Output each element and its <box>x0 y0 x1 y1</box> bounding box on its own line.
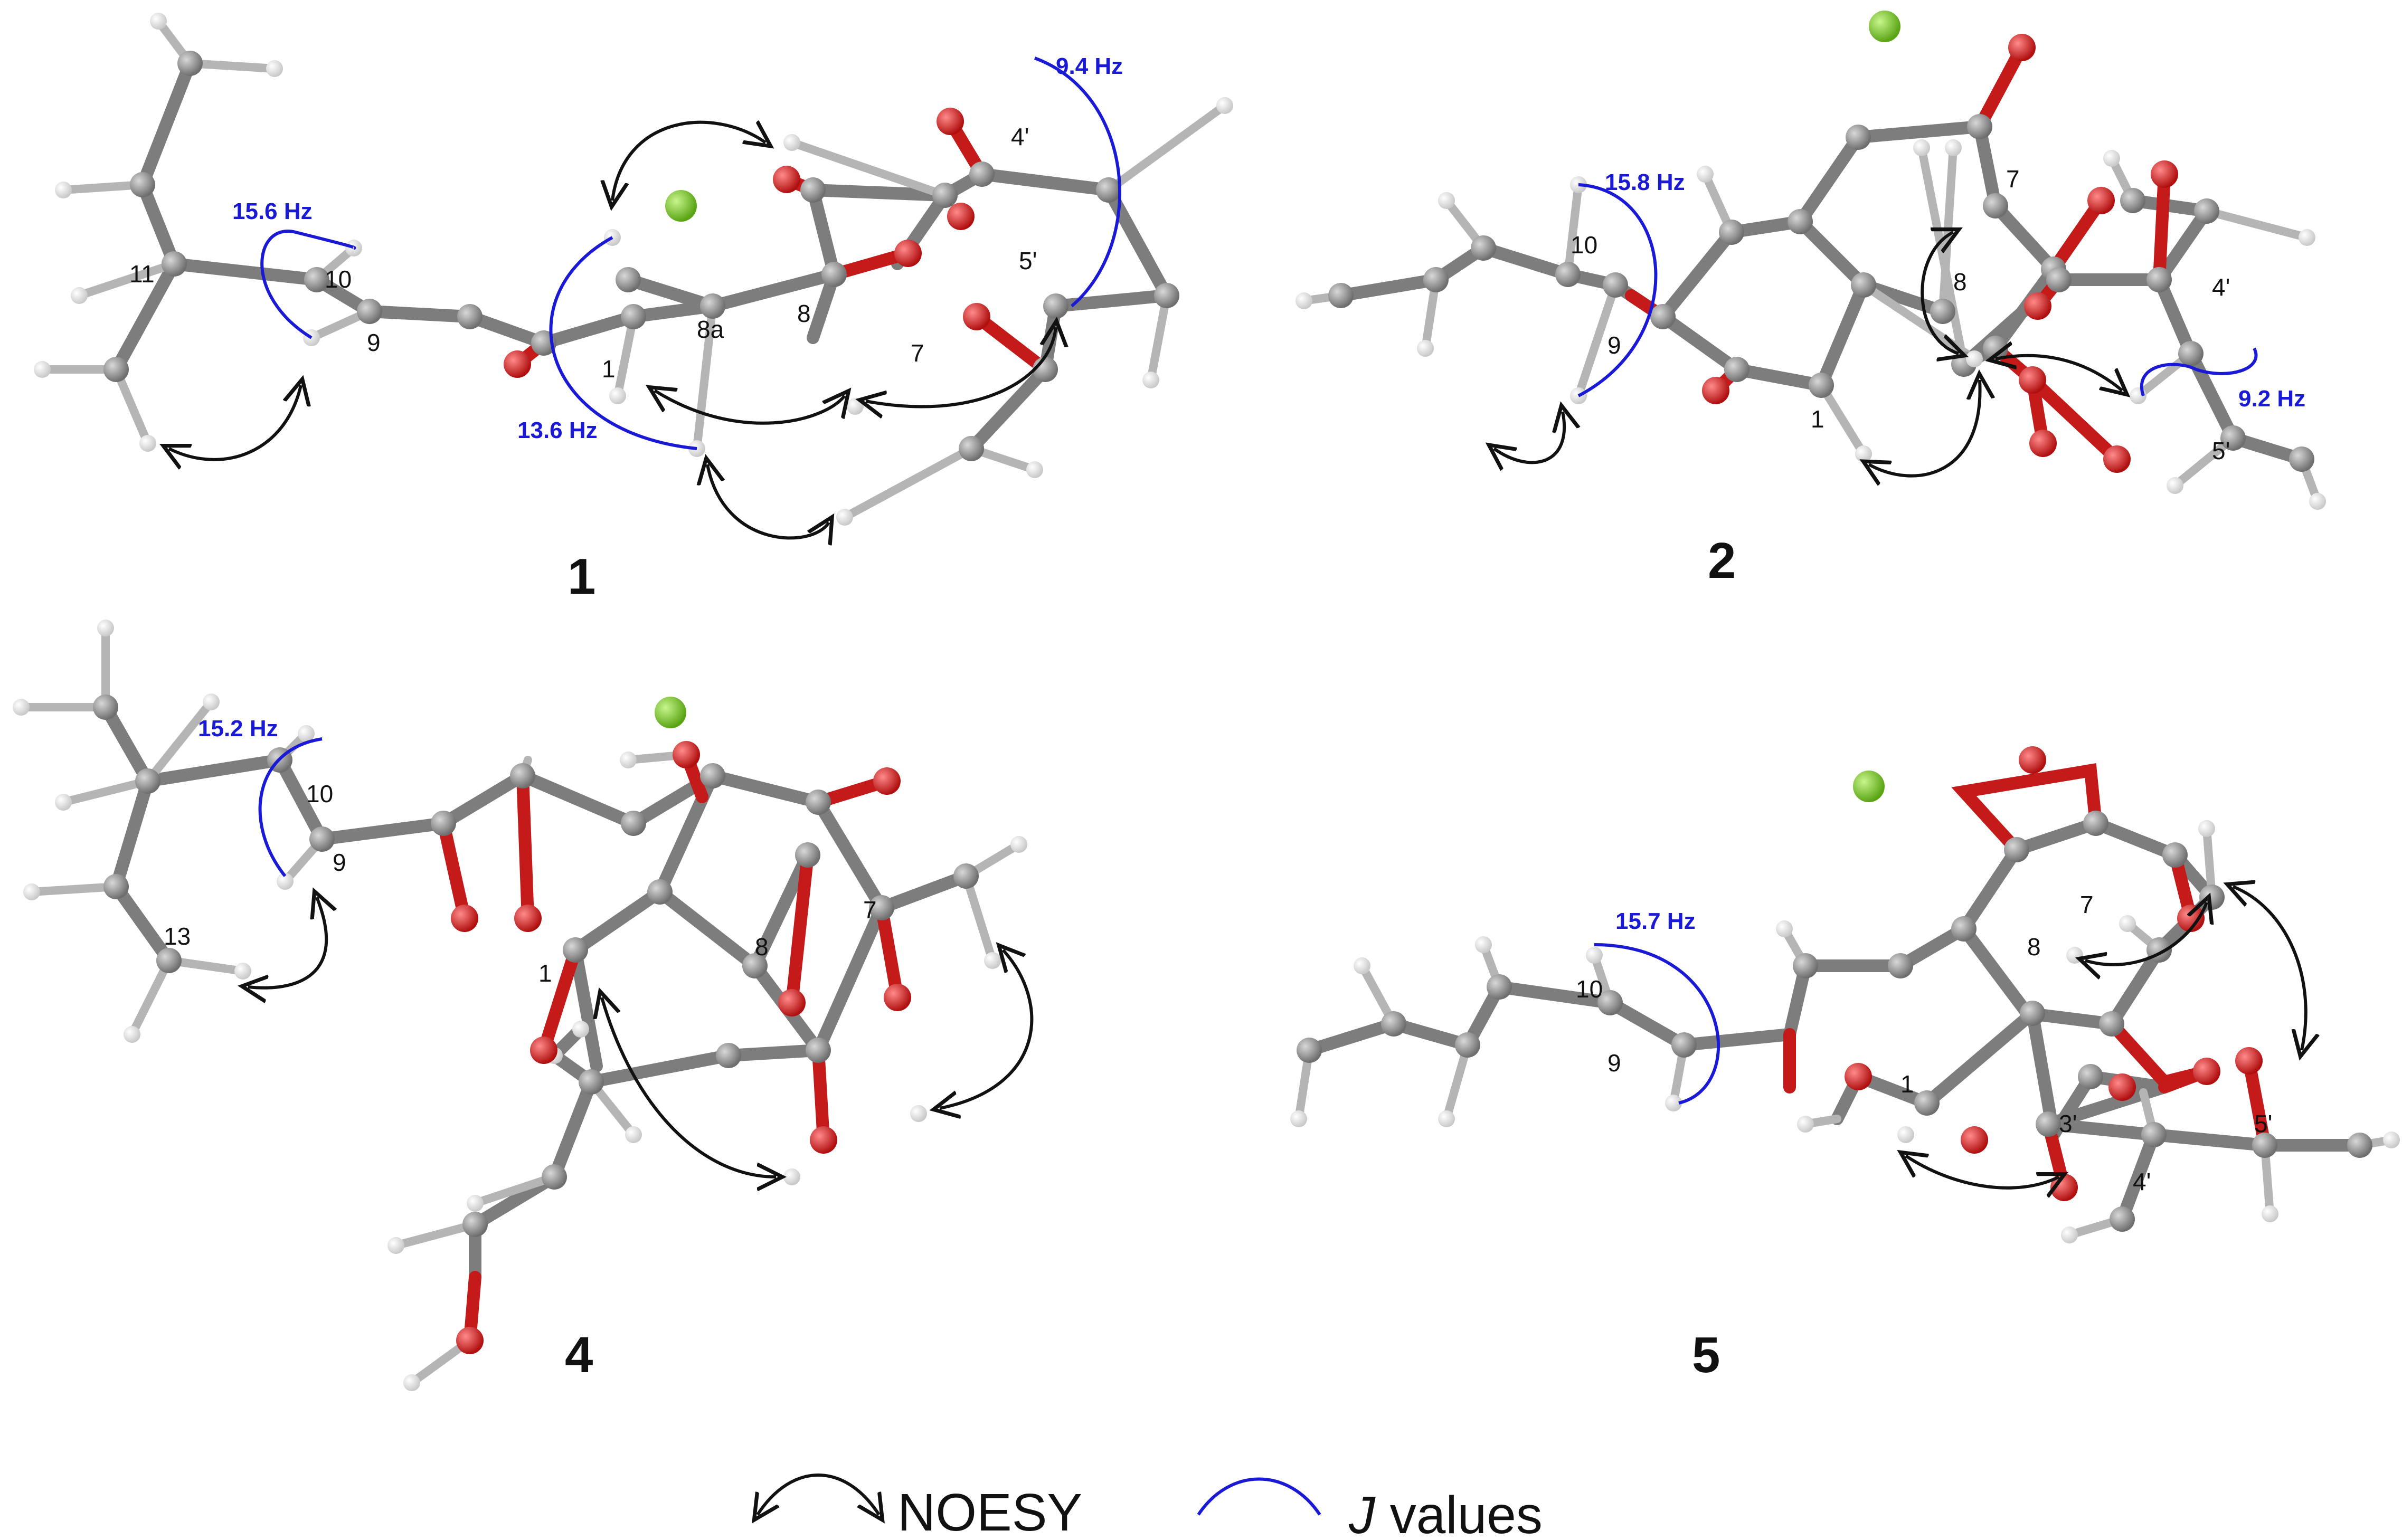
panel-compound-1: 11 10 9 1 8a 8 7 4' 5' 15.6 Hz 13.6 Hz 9… <box>34 13 1233 605</box>
atom-label: 8 <box>755 933 769 961</box>
molecule-2-model <box>1295 11 2326 510</box>
compound-number: 5 <box>1692 1327 1720 1383</box>
panel-compound-5: 10 9 1 7 8 3' 4' 5' 15.7 Hz 5 <box>1290 746 2400 1383</box>
atom-label: 7 <box>863 896 877 924</box>
atom-label: 10 <box>306 780 333 807</box>
atom-label: 8 <box>1953 268 1967 296</box>
chlorine-atom-1 <box>665 190 697 222</box>
noesy-arrows-4 <box>248 897 1034 1177</box>
j-value-label: 9.2 Hz <box>2238 386 2305 412</box>
compound-number: 2 <box>1708 533 1736 589</box>
atom-label: 8 <box>797 300 811 327</box>
atom-label: 5' <box>2212 437 2230 464</box>
atom-label: 10 <box>1571 231 1597 259</box>
atom-label: 8 <box>2027 933 2041 961</box>
hydrogen-atoms-2 <box>1295 139 2326 510</box>
atom-label: 7 <box>2006 165 2020 193</box>
noesy-arrows-5 <box>1906 887 2306 1188</box>
chlorine-atom-2 <box>1869 11 1900 42</box>
atom-labels-4: 10 9 13 1 8 7 <box>164 780 877 987</box>
atom-label: 10 <box>1576 975 1603 1003</box>
oxygen-atoms-4 <box>451 741 911 1354</box>
molecule-1-model <box>34 13 1233 526</box>
j-legend-curve <box>1197 1477 1321 1516</box>
carbon-atoms-4 <box>93 695 979 1237</box>
atom-label: 5' <box>1019 247 1037 274</box>
atom-label: 3' <box>2059 1110 2077 1137</box>
chlorine-atom-5 <box>1853 771 1885 802</box>
hydrogen-atoms-5 <box>1290 820 2400 1243</box>
atom-labels-5: 10 9 1 7 8 3' 4' 5' <box>1576 891 2272 1195</box>
atom-label: 13 <box>164 923 191 950</box>
noesy-arrows-1 <box>169 122 1056 538</box>
hydrogen-atoms-4 <box>13 620 1027 1391</box>
noesy-legend-arrow <box>758 1474 879 1515</box>
j-value-label: 15.8 Hz <box>1605 169 1685 195</box>
atom-label: 10 <box>325 265 352 293</box>
atom-label: 7 <box>2080 891 2094 918</box>
chlorine-atom-4 <box>655 697 686 728</box>
j-legend-rest: values <box>1375 1486 1543 1540</box>
oxygen-atoms-1 <box>504 108 990 378</box>
atom-label: 9 <box>1607 331 1621 359</box>
j-legend-italic: J <box>1348 1486 1376 1540</box>
compound-number: 1 <box>568 548 595 605</box>
atom-label: 5' <box>2254 1110 2272 1137</box>
noesy-legend-label: NOESY <box>897 1483 1082 1540</box>
j-coupling-curves-5: 15.7 Hz <box>1594 908 1720 1105</box>
legend: NOESY J values <box>758 1474 1543 1540</box>
molecule-4-model <box>13 620 1027 1391</box>
atom-label: 9 <box>1607 1049 1621 1077</box>
panel-compound-4: 10 9 13 1 8 7 15.2 Hz 4 <box>13 620 1034 1391</box>
j-value-label: 15.7 Hz <box>1615 908 1696 934</box>
molecule-5-model <box>1290 746 2400 1243</box>
carbon-atoms-5 <box>1297 811 2372 1232</box>
atom-label: 9 <box>367 329 381 356</box>
j-coupling-curves-1: 15.6 Hz 13.6 Hz 9.4 Hz <box>232 53 1123 450</box>
j-legend-label: J values <box>1348 1486 1543 1540</box>
j-value-label: 15.2 Hz <box>198 716 278 742</box>
atom-label: 4' <box>2212 273 2230 301</box>
atom-label: 4' <box>1011 123 1029 150</box>
j-value-label: 13.6 Hz <box>517 417 598 443</box>
j-value-label: 15.6 Hz <box>232 198 313 224</box>
atom-label: 9 <box>333 849 346 876</box>
panel-compound-2: 10 9 1 7 8 4' 5' 15.8 Hz 9.2 Hz 2 <box>1295 11 2326 589</box>
atom-label: 8a <box>697 316 724 343</box>
j-coupling-curves-2: 15.8 Hz 9.2 Hz <box>1577 169 2305 412</box>
atom-label: 4' <box>2133 1168 2151 1195</box>
atom-label: 1 <box>602 355 616 383</box>
j-coupling-curves-4: 15.2 Hz <box>198 716 323 877</box>
atom-label: 1 <box>538 959 552 987</box>
atom-label: 7 <box>911 339 924 367</box>
compound-number: 4 <box>565 1327 593 1383</box>
noesy-arrows-2 <box>1494 232 2122 476</box>
j-value-label: 9.4 Hz <box>1056 53 1123 79</box>
atom-label: 1 <box>1900 1070 1914 1098</box>
atom-label: 1 <box>1811 405 1824 433</box>
atom-label: 11 <box>129 260 155 288</box>
